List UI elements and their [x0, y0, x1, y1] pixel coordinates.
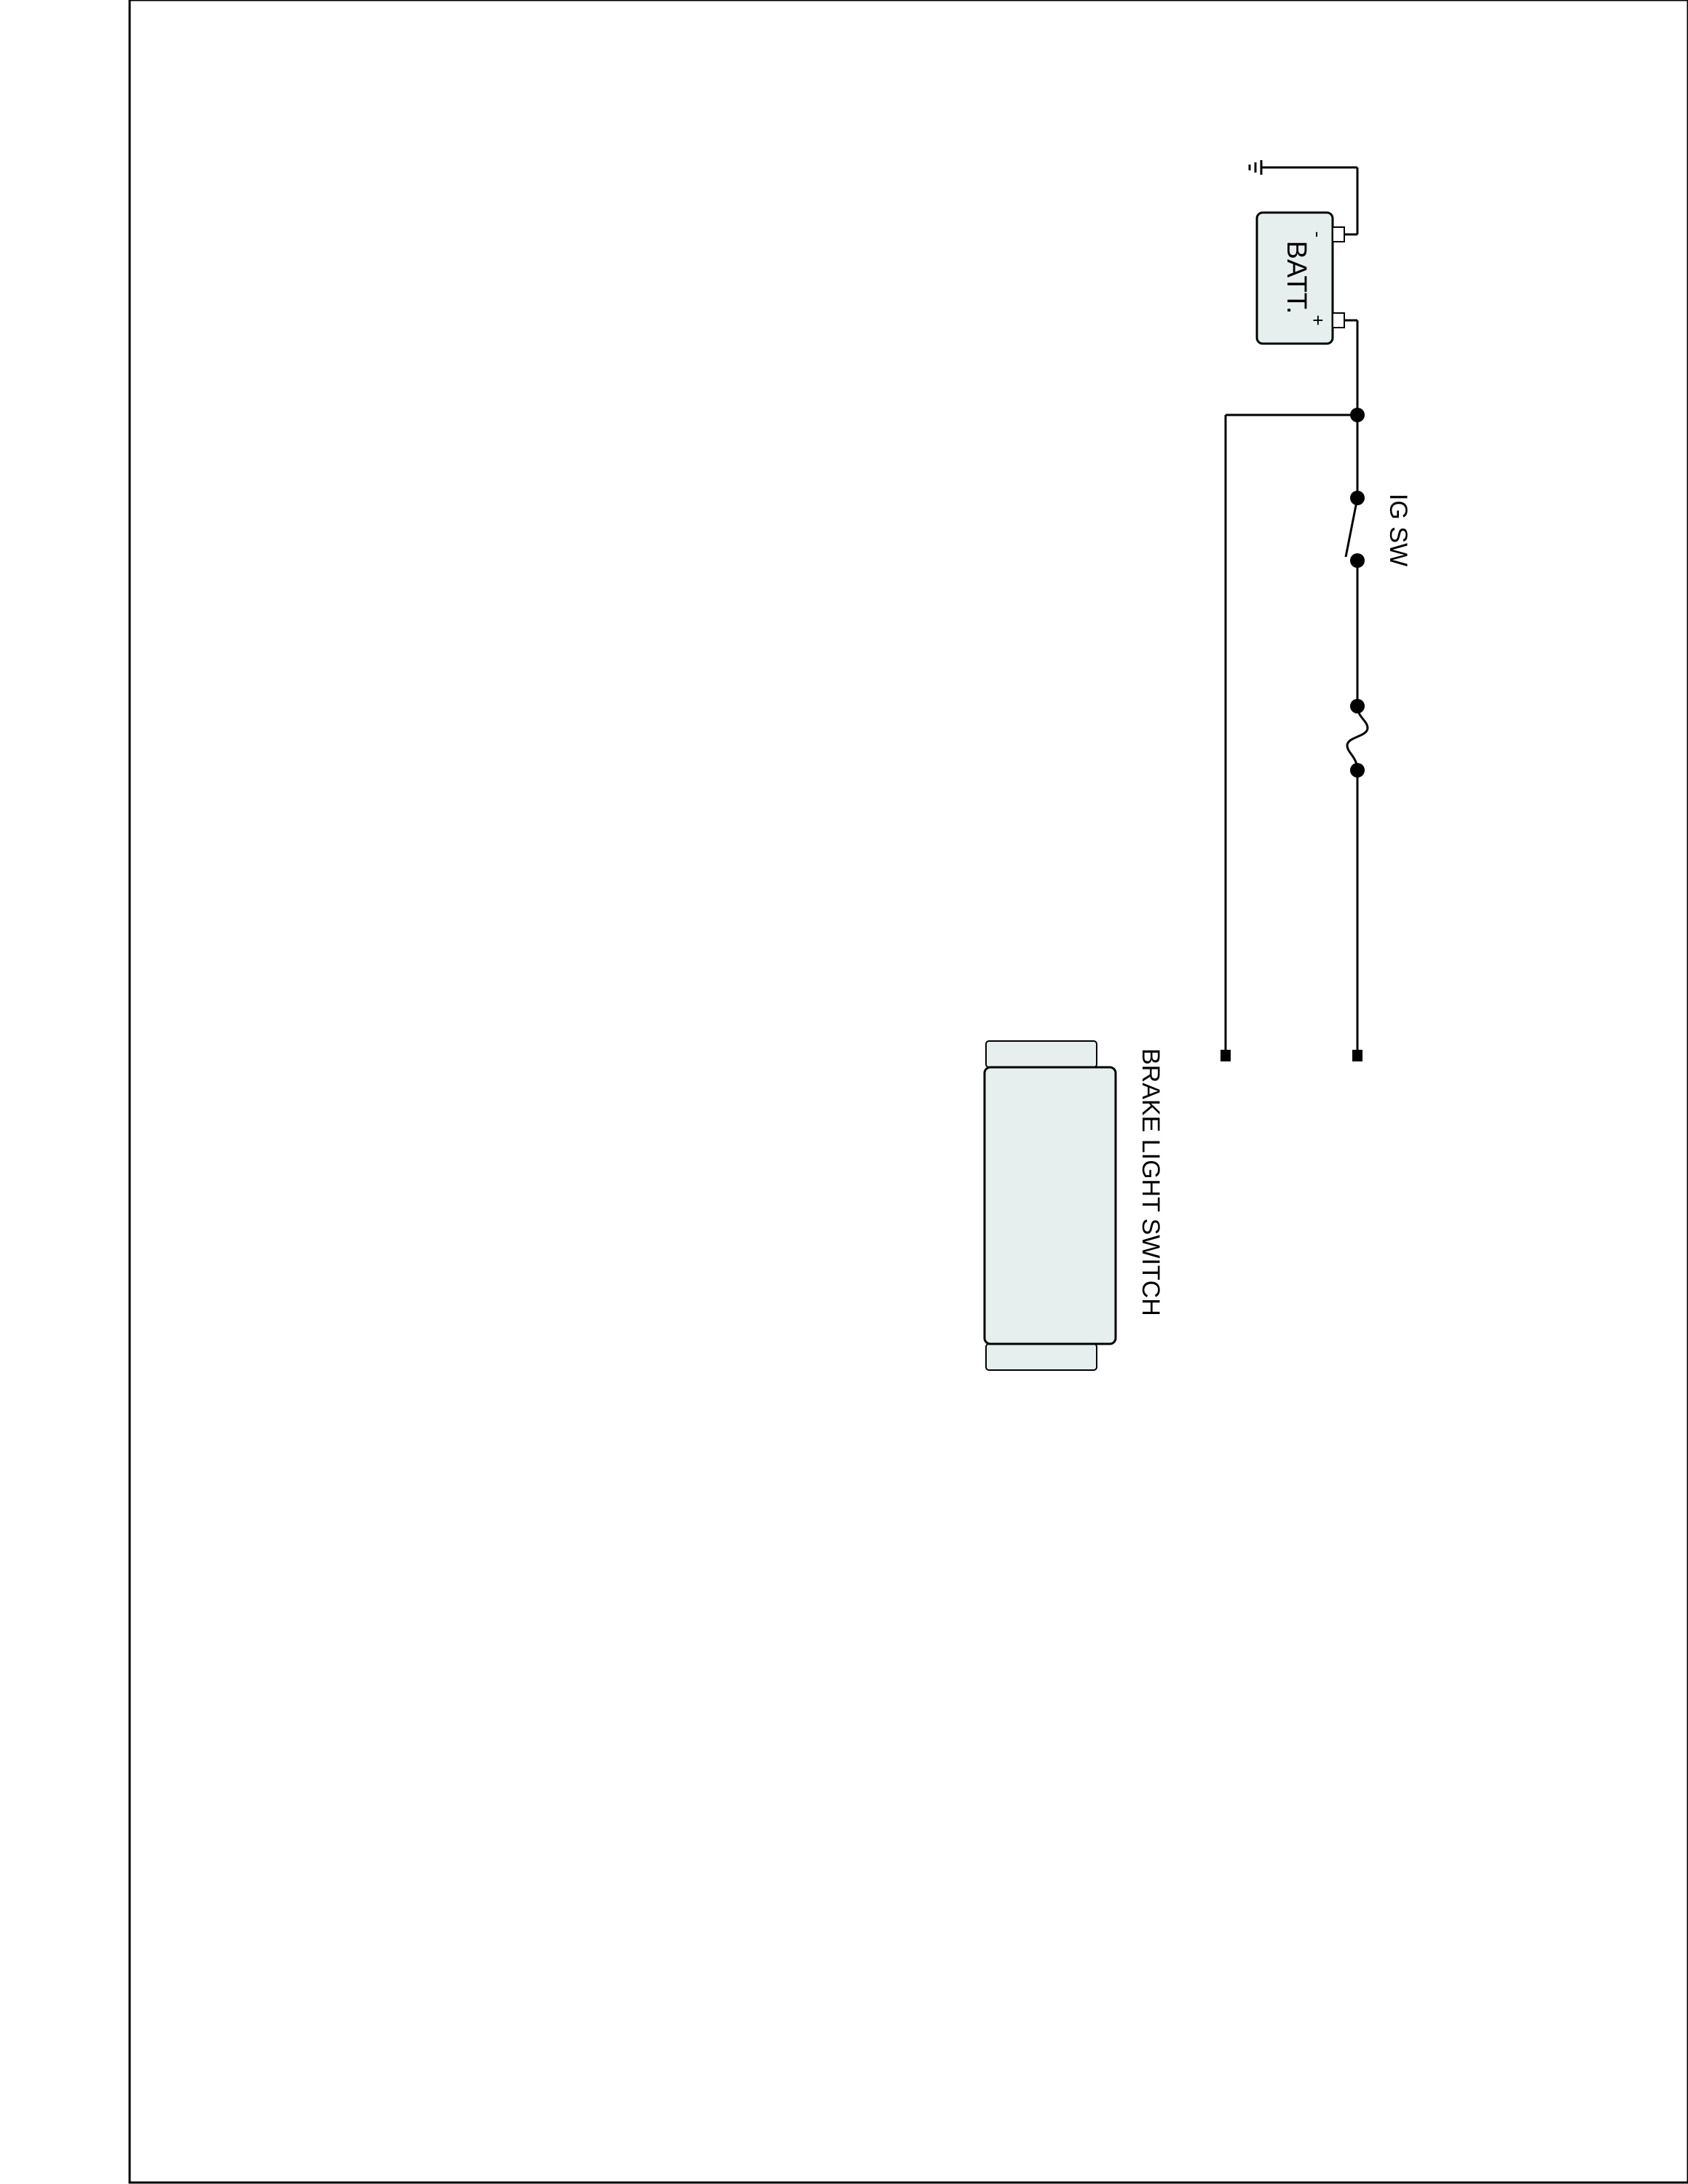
brake-switch-terminal [1220, 1050, 1231, 1061]
battery-plus-terminal [1332, 312, 1345, 328]
rotated-diagram: BATT. - + IG SW BRAKE LIGHT SWITCH [983, 160, 1412, 1371]
brake-switch-terminal [1352, 1050, 1362, 1061]
ig-sw-label: IG SW [1384, 494, 1412, 566]
battery-minus-label: - [1307, 232, 1329, 238]
battery-body [1255, 211, 1334, 345]
fuse-icon [1346, 699, 1369, 778]
brake-switch-connector-top [985, 1040, 1097, 1068]
battery-label: BATT. [1281, 241, 1312, 314]
brake-light-switch: BRAKE LIGHT SWITCH [983, 1040, 1362, 1371]
circuit: BATT. - + IG SW BRAKE LIGHT SWITCH [983, 160, 1412, 1371]
battery-plus-label: + [1307, 314, 1329, 325]
ig-switch: IG SW [1344, 491, 1412, 568]
brake-light-switch-label: BRAKE LIGHT SWITCH [1137, 1048, 1164, 1316]
brake-switch-body [983, 1066, 1117, 1345]
battery-minus-terminal [1332, 226, 1345, 242]
battery: BATT. - + [1255, 211, 1345, 345]
page-border [128, 0, 1688, 2184]
brake-switch-connector-bottom [985, 1343, 1097, 1371]
fuse-element [1346, 705, 1369, 771]
